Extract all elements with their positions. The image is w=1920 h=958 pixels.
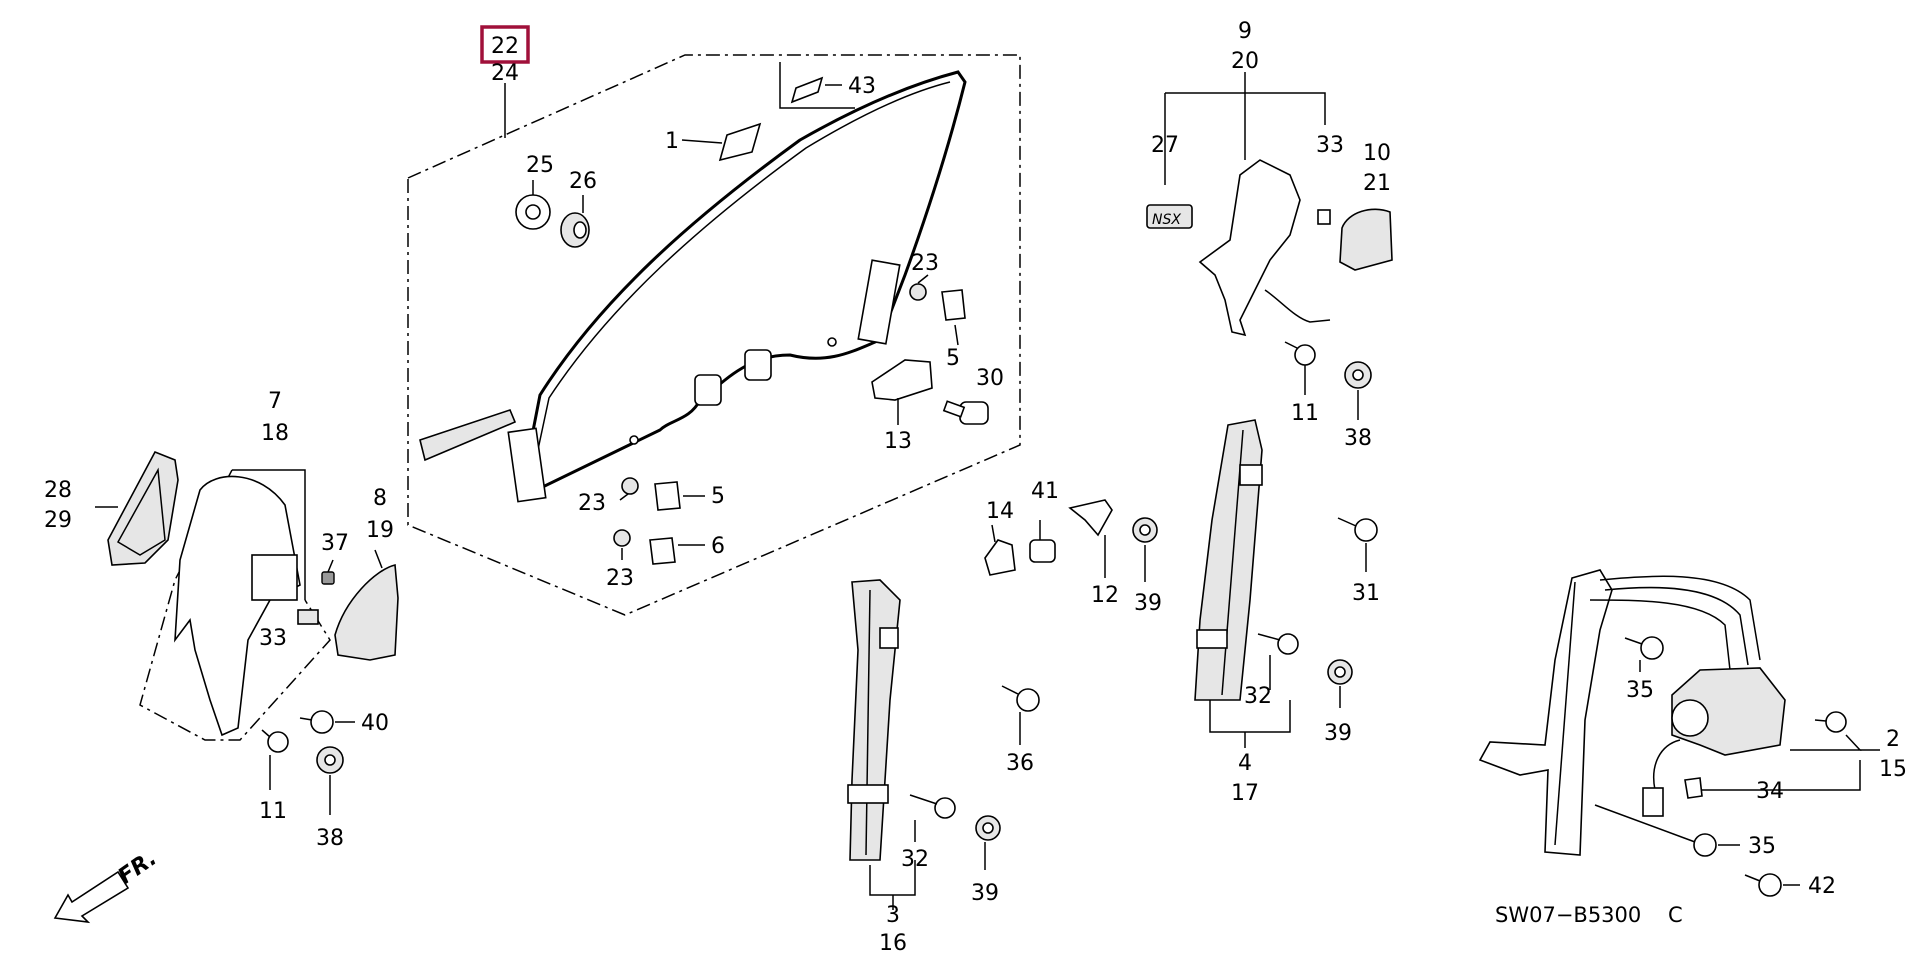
label-38b: 38	[1344, 426, 1372, 451]
window-regulator	[1478, 569, 1613, 856]
label-3: 3	[886, 903, 900, 928]
label-24: 24	[491, 61, 519, 86]
label-39c: 39	[971, 881, 999, 906]
label-42: 42	[1808, 874, 1836, 899]
label-9: 9	[1238, 19, 1252, 44]
center-parts-group	[984, 499, 1158, 582]
label-6: 6	[711, 534, 725, 559]
front-guide-rail	[849, 579, 901, 861]
label-10: 10	[1363, 141, 1391, 166]
label-39a: 39	[1134, 591, 1162, 616]
label-27: 27	[1151, 133, 1179, 158]
label-5a: 5	[946, 346, 960, 371]
rear-bracket	[1198, 159, 1301, 337]
label-4: 4	[1238, 751, 1252, 776]
highlight-box	[480, 25, 530, 64]
label-32a: 32	[1244, 684, 1272, 709]
mirror-cover	[334, 563, 399, 661]
label-1: 1	[665, 129, 679, 154]
label-36: 36	[1006, 751, 1034, 776]
diagram-code-suffix: C	[1668, 903, 1683, 927]
label-20: 20	[1231, 49, 1259, 74]
label-29: 29	[44, 508, 72, 533]
rear-guide-rail-group	[1194, 419, 1378, 748]
label-8: 8	[373, 486, 387, 511]
emblem-text: NSX	[1152, 212, 1181, 228]
label-33a: 33	[259, 626, 287, 651]
corner-cover	[107, 450, 179, 566]
label-38a: 38	[316, 826, 344, 851]
rear-bracket-group: NSX	[1146, 72, 1393, 420]
label-23b: 23	[578, 491, 606, 516]
label-41: 41	[1031, 479, 1059, 504]
label-33b: 33	[1316, 133, 1344, 158]
label-28: 28	[44, 478, 72, 503]
label-22: 22	[491, 34, 519, 59]
label-32b: 32	[901, 847, 929, 872]
regulator-group	[1478, 569, 1880, 897]
label-12: 12	[1091, 583, 1119, 608]
label-23a: 23	[911, 251, 939, 276]
diagram-code-text: SW07−B5300	[1495, 903, 1641, 927]
label-17: 17	[1231, 781, 1259, 806]
rear-cover	[1339, 208, 1393, 271]
label-16: 16	[879, 931, 907, 956]
door-glass-group	[407, 54, 1021, 616]
label-25: 25	[526, 153, 554, 178]
label-18: 18	[261, 421, 289, 446]
label-40: 40	[361, 711, 389, 736]
label-35a: 35	[1626, 678, 1654, 703]
label-11b: 11	[1291, 401, 1319, 426]
label-43: 43	[848, 74, 876, 99]
front-direction-arrow: FR.	[53, 846, 161, 924]
label-7: 7	[268, 389, 282, 414]
label-23c: 23	[606, 566, 634, 591]
mirror-bracket	[174, 475, 301, 737]
label-11a: 11	[259, 799, 287, 824]
diagram-code: SW07−B5300 C	[1495, 903, 1683, 927]
label-5b: 5	[711, 484, 725, 509]
label-19: 19	[366, 518, 394, 543]
callout-labels: 22 24 43 1 25 26 23 5 30 13 23 5 23 6 7 …	[44, 19, 1907, 956]
label-15: 15	[1879, 757, 1907, 782]
label-14: 14	[986, 499, 1014, 524]
label-2: 2	[1886, 727, 1900, 752]
label-34: 34	[1756, 779, 1784, 804]
label-21: 21	[1363, 171, 1391, 196]
label-13: 13	[884, 429, 912, 454]
label-26: 26	[569, 169, 597, 194]
label-31: 31	[1352, 581, 1380, 606]
front-guide-rail-group	[847, 579, 1040, 910]
mirror-bracket-group	[95, 450, 399, 815]
label-35b: 35	[1748, 834, 1776, 859]
label-39b: 39	[1324, 721, 1352, 746]
rear-guide-rail	[1194, 419, 1263, 701]
label-37: 37	[321, 531, 349, 556]
label-30: 30	[976, 366, 1004, 391]
